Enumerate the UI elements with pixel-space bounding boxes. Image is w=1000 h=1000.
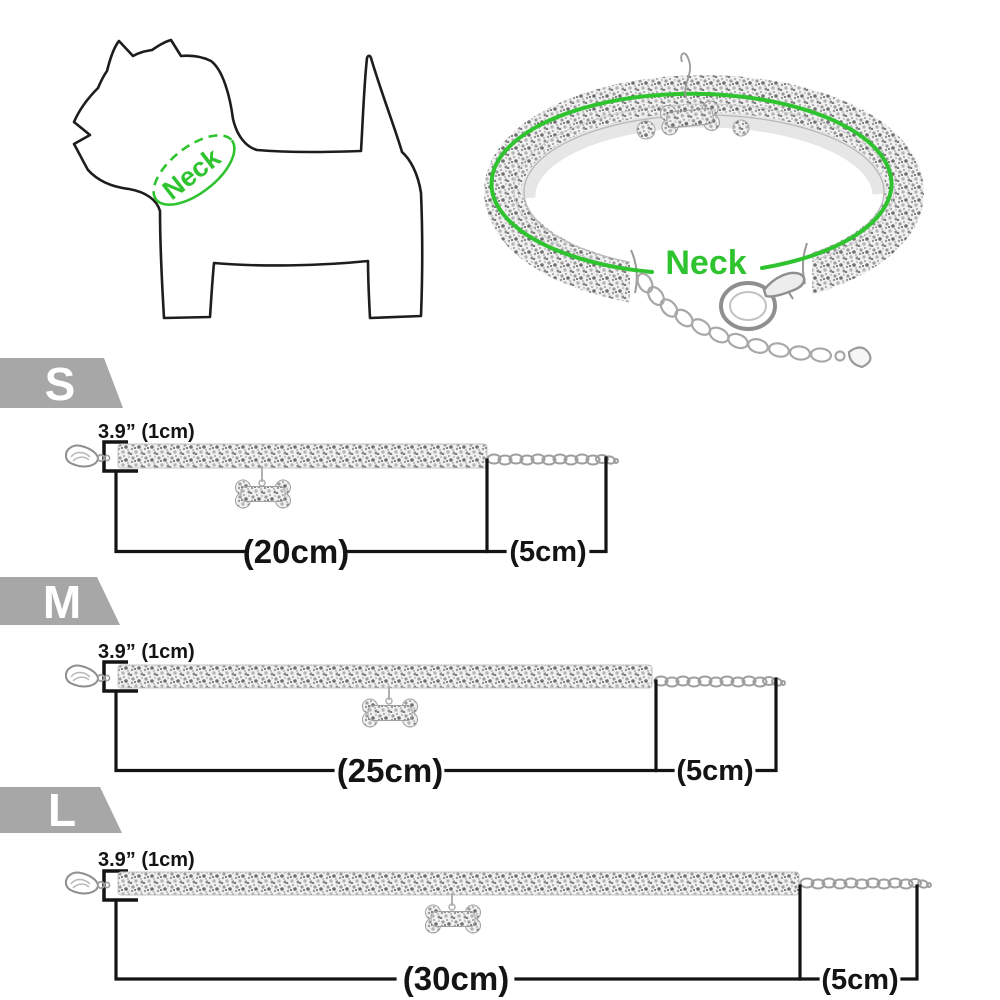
extension-dimension-l: (5cm): [798, 884, 919, 996]
collar-top-wire: [680, 52, 691, 99]
size-badge-s-letter: S: [45, 358, 76, 410]
size-badge-m: [0, 577, 120, 625]
bone-ring-l: [448, 903, 456, 911]
extension-chain-l: [799, 877, 932, 890]
collar-band-bar-m: [117, 664, 653, 689]
collar-sketch: Neck: [484, 52, 924, 369]
bone-ring-m: [385, 697, 393, 705]
size-row-s: S 3.9” (1cm) (20cm) (5cm): [0, 358, 619, 570]
length-label-m: (25cm): [337, 752, 443, 789]
collar-top-cluster-left: [636, 120, 656, 140]
collar-extension-chain: [636, 272, 872, 369]
length-label-l: (30cm): [403, 960, 509, 997]
extension-chain-m: [653, 675, 786, 688]
extension-label-l: (5cm): [821, 964, 898, 996]
band-width-label-m: 3.9” (1cm): [98, 641, 195, 663]
length-label-s: (20cm): [243, 533, 349, 570]
bone-pendant-s: [235, 479, 291, 509]
collar-neck-ring: [489, 91, 894, 274]
collar-band-bar-s: [117, 443, 488, 469]
size-badge-m-letter: M: [43, 576, 81, 628]
size-badge-l-letter: L: [48, 784, 76, 836]
length-dimension-l: (30cm): [114, 884, 802, 997]
collar-lobster-clasp: [719, 271, 806, 331]
collar-band-bar-l: [117, 871, 800, 896]
band-width-label-l: 3.9” (1cm): [98, 849, 195, 871]
dog-neck-ellipse: [152, 134, 236, 206]
size-row-l: L 3.9” (1cm) (30cm) (5cm): [0, 784, 932, 997]
extension-dimension-s: (5cm): [485, 456, 608, 568]
band-width-label-s: 3.9” (1cm): [98, 421, 195, 443]
extension-chain-s: [486, 453, 619, 466]
collar-neck-label: Neck: [665, 244, 746, 282]
size-row-m: M 3.9” (1cm) (25cm) (5cm): [0, 576, 786, 789]
length-dimension-m: (25cm): [114, 679, 658, 789]
extension-label-s: (5cm): [509, 536, 586, 568]
dog-outline: [72, 38, 424, 320]
length-dimension-s: (20cm): [114, 458, 489, 570]
extension-label-m: (5cm): [676, 755, 753, 787]
dog-sketch: Neck: [72, 38, 424, 320]
size-badge-s: [0, 358, 123, 408]
chain-teardrop-charm: [847, 346, 872, 369]
size-badge-l: [0, 787, 122, 833]
extension-dimension-m: (5cm): [654, 677, 778, 787]
collar-top-cluster-right: [732, 119, 750, 137]
